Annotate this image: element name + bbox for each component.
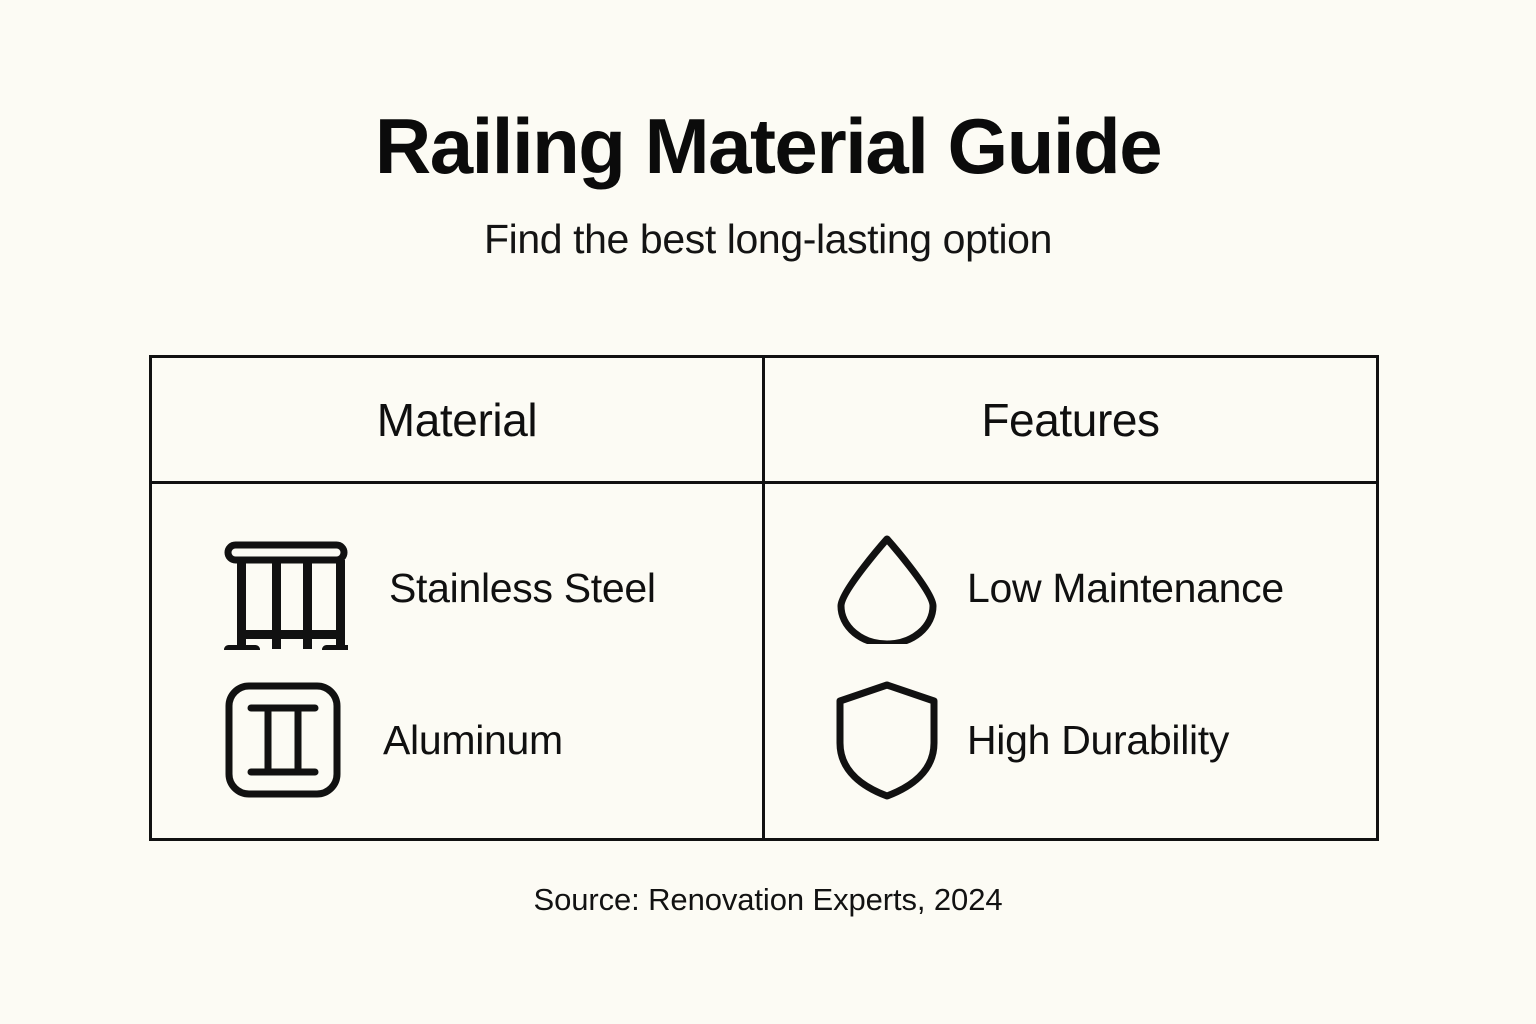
- shield-icon: [833, 679, 941, 801]
- table-column-material: Stainless Steel: [152, 484, 765, 838]
- table-row: Low Maintenance: [765, 512, 1376, 664]
- feature-label-low-maintenance: Low Maintenance: [967, 564, 1284, 611]
- table-column-features: Low Maintenance High Durability: [765, 484, 1376, 838]
- material-features-table: Material Features: [149, 355, 1379, 841]
- source-caption: Source: Renovation Experts, 2024: [533, 882, 1003, 917]
- table-header-cell-features: Features: [765, 358, 1376, 481]
- feature-label-high-durability: High Durability: [967, 716, 1230, 763]
- table-header-row: Material Features: [152, 358, 1376, 484]
- table-body: Stainless Steel: [152, 484, 1376, 838]
- material-label-aluminum: Aluminum: [383, 716, 563, 763]
- column-header-material-label: Material: [376, 393, 538, 446]
- table-header-cell-material: Material: [152, 358, 765, 481]
- material-label-stainless-steel: Stainless Steel: [389, 564, 656, 611]
- table-row: High Durability: [765, 664, 1376, 816]
- railing-icon: [224, 526, 348, 650]
- column-header-features-label: Features: [981, 393, 1160, 446]
- water-droplet-icon: [833, 532, 941, 644]
- page-title: Railing Material Guide: [374, 102, 1163, 190]
- table-row: Stainless Steel: [152, 512, 762, 664]
- table-row: Aluminum: [152, 664, 762, 816]
- page-subtitle: Find the best long-lasting option: [483, 216, 1052, 263]
- header-block: Railing Material Guide Find the best lon…: [0, 104, 1536, 262]
- aluminum-beam-icon: [224, 681, 342, 799]
